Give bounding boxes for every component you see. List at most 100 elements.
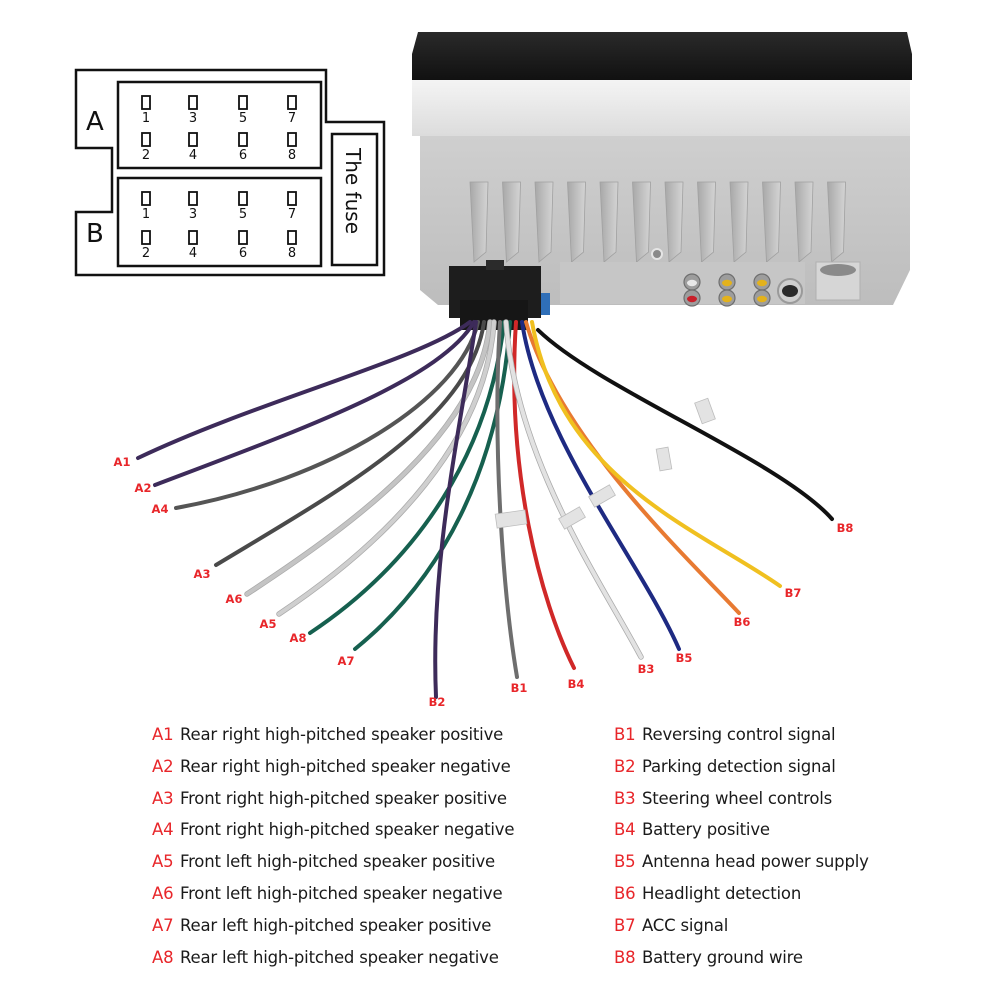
legend-description: Parking detection signal: [642, 756, 836, 776]
rca-jack-2-bottom: [722, 295, 732, 303]
pin-number: 3: [189, 111, 197, 126]
legend-item-b8: B8 Battery ground wire: [614, 948, 803, 980]
pin-number: 7: [288, 207, 296, 222]
pin-slot-a: [287, 95, 297, 110]
legend-description: ACC signal: [642, 915, 729, 935]
iso-connector-latch: [486, 260, 504, 270]
pin-number: 6: [239, 148, 247, 163]
legend-code: B5: [614, 852, 636, 872]
wire-b7: [530, 320, 782, 588]
heat-sink-fin: [827, 181, 846, 263]
legend-code: B3: [614, 788, 636, 808]
legend-description: Front left high-pitched speaker positive: [180, 852, 495, 872]
pin-number: 4: [189, 148, 197, 163]
heat-sink-fin: [729, 181, 749, 263]
rca-jack-1-top: [687, 279, 697, 287]
wire-tape-tag: [558, 506, 586, 530]
wire-label-a7: A7: [338, 654, 355, 668]
pin-slot-b: [287, 191, 297, 206]
heat-sink-fin: [632, 181, 651, 263]
legend-description: Antenna head power supply: [642, 852, 869, 872]
wire-a3: [214, 320, 486, 567]
pin-slot-a: [238, 132, 248, 147]
pin-slot-a: [188, 95, 198, 110]
wire-a6: [245, 320, 492, 596]
pin-number: 7: [288, 111, 296, 126]
wire-label-b2: B2: [429, 695, 446, 709]
wire-tape-tag: [694, 397, 716, 425]
legend-description: Rear right high-pitched speaker positive: [180, 725, 504, 744]
pin-number: 6: [239, 246, 247, 261]
heat-sink-fin: [697, 181, 716, 263]
legend-description: Headlight detection: [642, 884, 802, 903]
wire-label-b6: B6: [734, 615, 751, 629]
wire-label-a4: A4: [152, 502, 169, 516]
heat-sink-fin: [794, 181, 814, 263]
wire-label-b5: B5: [676, 651, 693, 665]
gps-antenna-socket: [820, 264, 856, 276]
pin-number: 8: [288, 148, 296, 163]
wire-b2: [433, 320, 478, 699]
legend-description: Rear left high-pitched speaker positive: [180, 915, 492, 935]
legend-code: B8: [614, 947, 636, 967]
wire-label-b8: B8: [837, 521, 854, 535]
inline-fuse-icon: [541, 293, 550, 315]
wire-b8: [536, 328, 834, 521]
legend-item-b5: B5 Antenna head power supply: [614, 852, 869, 884]
pin-slot-b: [287, 230, 297, 245]
legend-description: Battery ground wire: [642, 947, 803, 967]
wire-label-b3: B3: [638, 662, 655, 676]
pin-number: 3: [189, 207, 197, 222]
pin-number: 4: [189, 246, 197, 261]
heat-sink-fin: [664, 181, 684, 263]
connector-b-block: [116, 176, 323, 268]
legend-code: A7: [152, 915, 174, 935]
wire-a8: [308, 320, 506, 635]
legend-item-a3: A3 Front right high-pitched speaker posit…: [152, 789, 507, 821]
pin-number: 5: [239, 207, 247, 222]
pin-number: 5: [239, 111, 247, 126]
heat-sink-fins: [469, 181, 846, 263]
wire-label-a6: A6: [226, 592, 243, 606]
legend-code: A3: [152, 788, 174, 808]
wire-label-a1: A1: [114, 455, 131, 469]
legend-item-b7: B7 ACC signal: [614, 916, 728, 948]
legend-description: Front right high-pitched speaker positiv…: [180, 788, 507, 808]
connector-a-block: [116, 80, 323, 170]
pin-slot-b: [238, 191, 248, 206]
legend-code: A4: [152, 820, 174, 840]
legend-description: Reversing control signal: [642, 725, 836, 744]
pin-number: 1: [142, 207, 150, 222]
mounting-hole: [651, 248, 663, 260]
legend-code: B6: [614, 884, 636, 903]
pin-slot-a: [141, 95, 151, 110]
legend-item-b6: B6 Headlight detection: [614, 884, 801, 916]
wire-a5: [277, 320, 496, 616]
pin-slot-b: [141, 191, 151, 206]
legend-description: Front right high-pitched speaker negativ…: [180, 820, 515, 840]
rca-jack-3-bottom: [757, 295, 767, 303]
legend-code: B7: [614, 915, 636, 935]
connector-a-label: A: [86, 107, 104, 137]
heat-sink-fin: [469, 181, 489, 263]
pin-number: 2: [142, 148, 150, 163]
legend-code: A8: [152, 947, 174, 967]
legend-item-a8: A8 Rear left high-pitched speaker negativ…: [152, 948, 499, 980]
pin-slot-a: [188, 132, 198, 147]
legend-description: Rear left high-pitched speaker negative: [180, 947, 499, 967]
fuse-label: The fuse: [341, 147, 365, 234]
connector-b-label: B: [86, 219, 104, 249]
wire-a1: [136, 320, 472, 460]
fuse-block: [330, 132, 379, 267]
wire-label-a5: A5: [260, 617, 277, 631]
wire-label-b7: B7: [785, 586, 802, 600]
pin-slot-a: [141, 132, 151, 147]
pin-slot-b: [188, 230, 198, 245]
wire-label-b1: B1: [511, 681, 528, 695]
